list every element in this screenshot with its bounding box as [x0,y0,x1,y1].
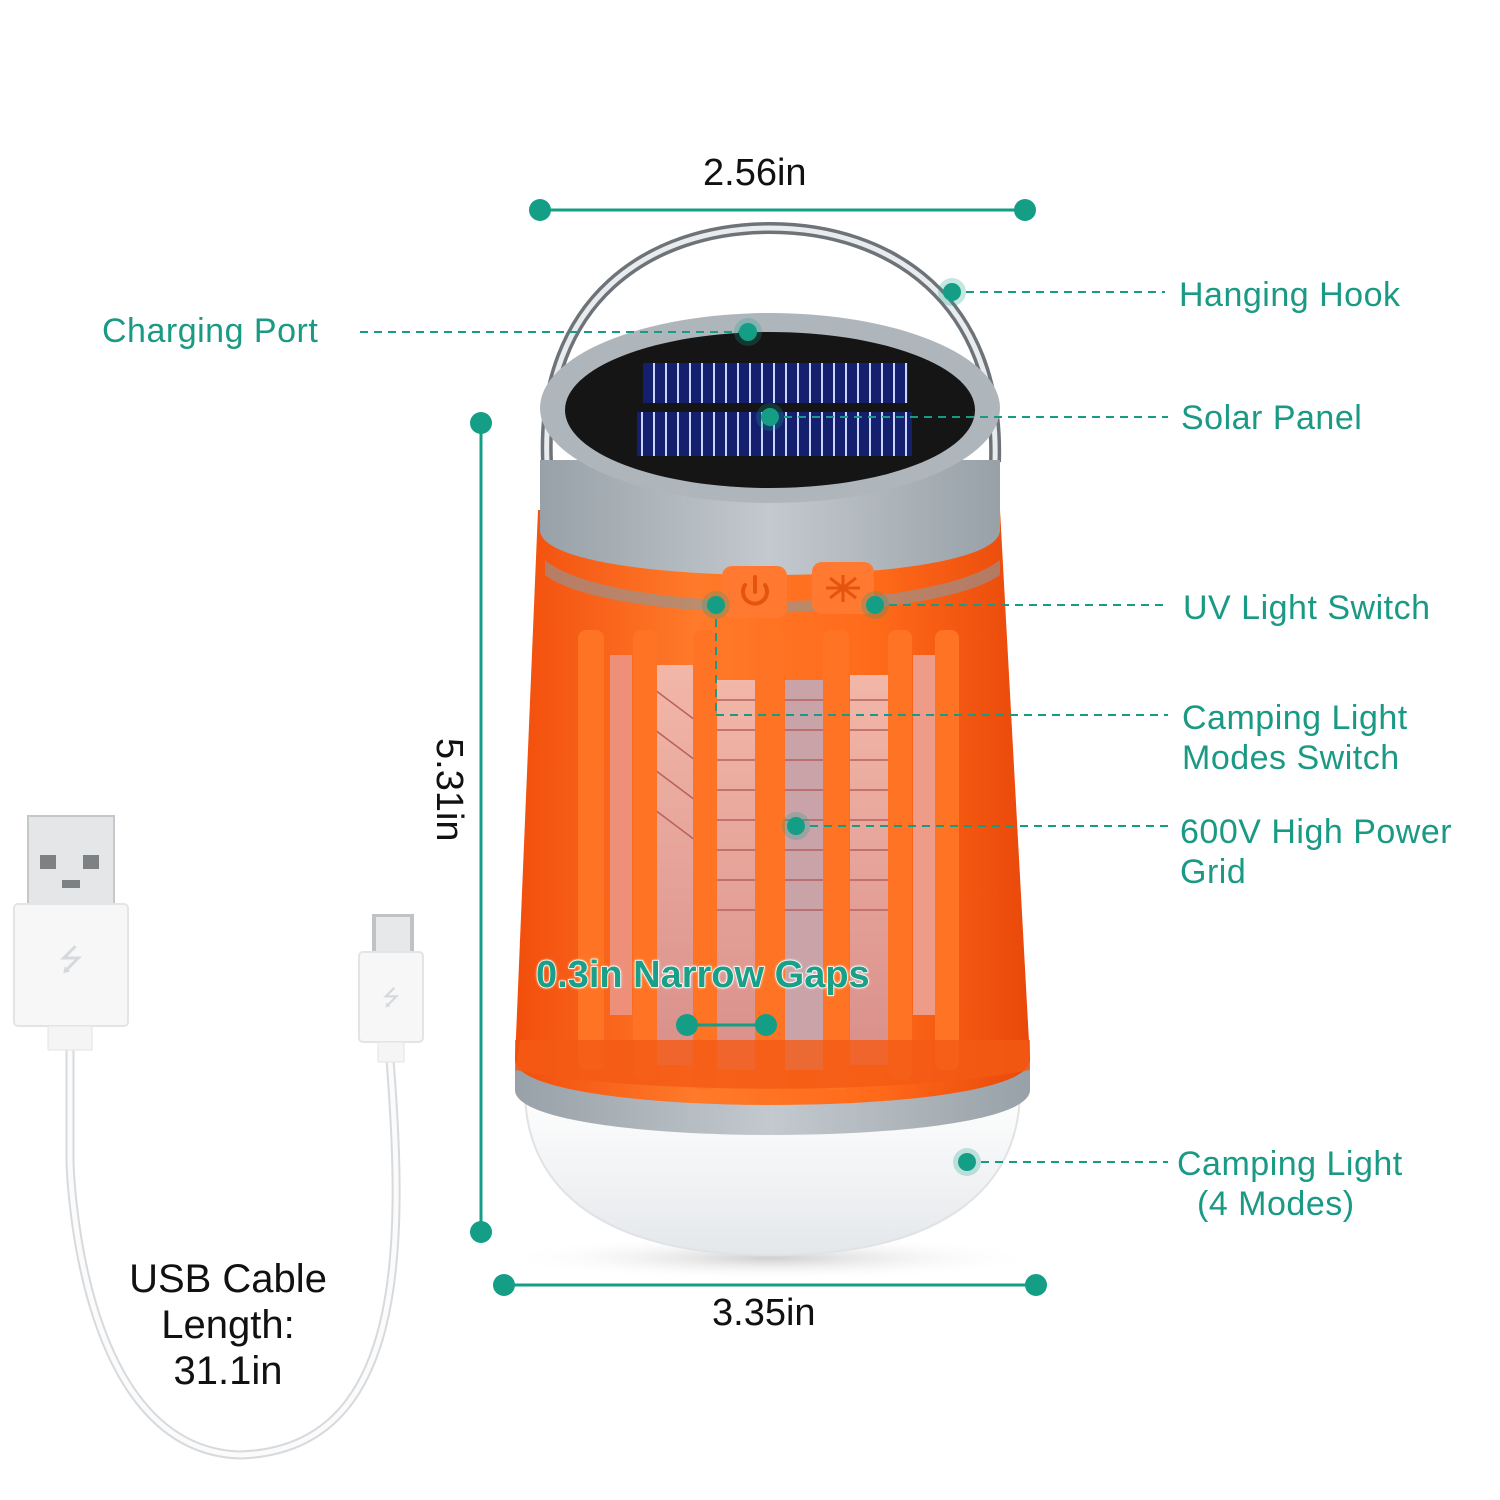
callout-hanging-hook: Hanging Hook [1179,276,1401,314]
uv-button-graphic [812,562,874,614]
usb-icon: ⭍ [59,943,84,978]
callout-camping-modes-switch: Camping Light Modes Switch [1182,699,1408,777]
svg-text:⭍: ⭍ [382,986,400,1011]
solar-panel-graphic [637,363,912,456]
mesh-windows [610,655,935,1070]
power-icon [722,566,787,618]
usb-cable-graphic: ⭍ ⭍ [13,815,424,1460]
bottom-width-label: 3.35in [712,1292,816,1334]
callout-high-power-grid: 600V High Power Grid [1180,813,1453,891]
bug-icon [812,562,874,614]
power-button-graphic [722,566,787,618]
callout-camping-light: Camping Light (4 Modes) [1177,1145,1403,1223]
gap-label: 0.3in Narrow Gaps [535,953,870,997]
callout-uv-light-switch: UV Light Switch [1183,589,1431,627]
usb-cable-length-label: USB Cable Length: 31.1in [129,1257,327,1393]
height-label: 5.31in [428,738,470,842]
callout-solar-panel: Solar Panel [1181,399,1363,437]
callout-charging-port: Charging Port [102,312,319,350]
top-width-label: 2.56in [703,152,807,194]
